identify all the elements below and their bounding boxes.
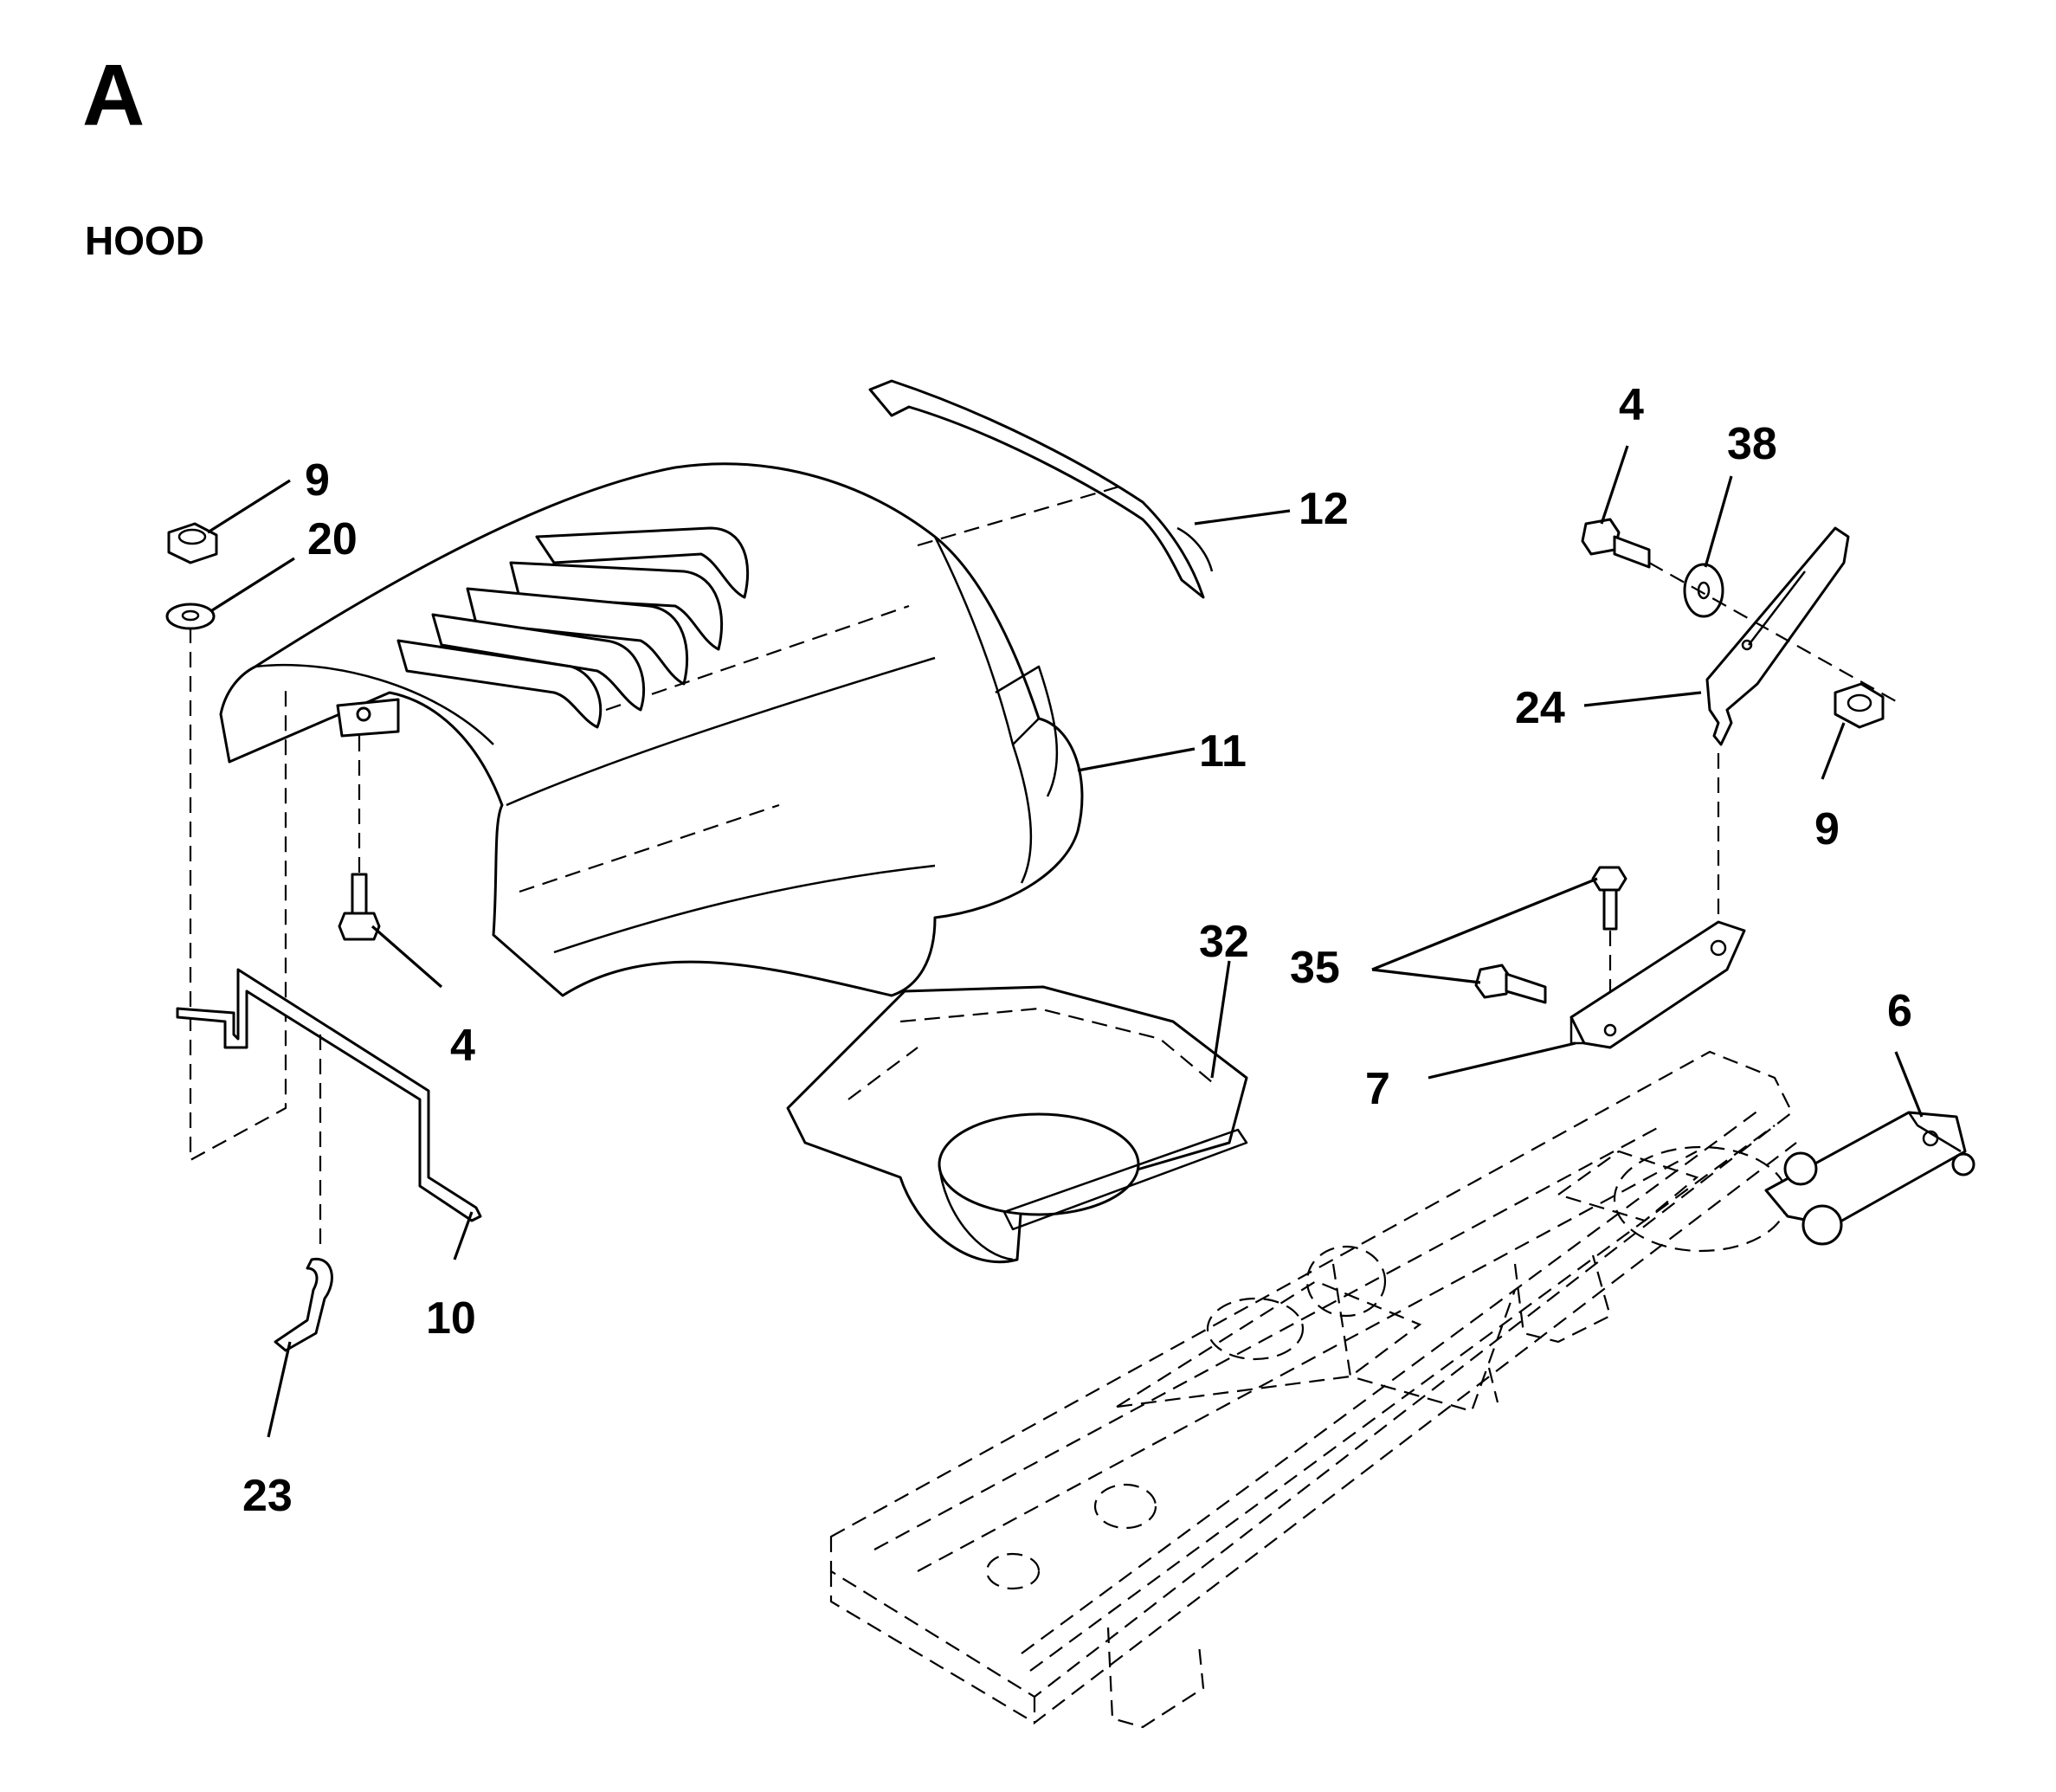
callout-38: 38 xyxy=(1727,419,1777,469)
bolt-part-4-left xyxy=(338,873,381,941)
bracket-part-7 xyxy=(1569,920,1746,1049)
callout-6: 6 xyxy=(1887,986,1912,1036)
nut-part-9-right xyxy=(1834,682,1885,729)
callout-35: 35 xyxy=(1290,943,1340,993)
callout-24: 24 xyxy=(1515,683,1565,733)
clip-part-23 xyxy=(274,1258,333,1352)
hood-part-11 xyxy=(219,462,1084,997)
washer-part-20 xyxy=(165,603,216,630)
callout-20: 20 xyxy=(307,514,358,564)
callout-4-right: 4 xyxy=(1619,380,1644,430)
callout-12: 12 xyxy=(1299,484,1349,534)
callout-9-nut: 9 xyxy=(305,455,330,506)
bolt-part-4-right xyxy=(1581,518,1651,569)
callout-labels: 9 20 12 11 4 10 23 32 4 38 24 9 35 7 6 xyxy=(242,380,1912,1521)
bracket-part-24 xyxy=(1705,526,1850,746)
rod-part-10 xyxy=(176,968,482,1222)
bracket-part-6 xyxy=(1764,1111,1975,1246)
callout-4-left: 4 xyxy=(450,1021,475,1071)
callout-10: 10 xyxy=(426,1293,476,1344)
callout-7: 7 xyxy=(1365,1064,1390,1114)
callout-11: 11 xyxy=(1199,726,1247,777)
section-letter: A xyxy=(82,47,145,144)
leader-lines xyxy=(207,445,1924,1438)
callout-23: 23 xyxy=(242,1471,293,1521)
base-part-32 xyxy=(786,985,1248,1264)
frame-outline xyxy=(829,1050,1797,1729)
callout-32: 32 xyxy=(1199,917,1249,967)
washer-part-38 xyxy=(1683,563,1724,618)
bolts-part-35 xyxy=(1474,866,1627,1004)
seal-part-12 xyxy=(868,379,1214,599)
section-title: HOOD xyxy=(85,218,204,263)
nut-part-9-left xyxy=(167,522,218,564)
callout-9-right: 9 xyxy=(1814,804,1840,854)
